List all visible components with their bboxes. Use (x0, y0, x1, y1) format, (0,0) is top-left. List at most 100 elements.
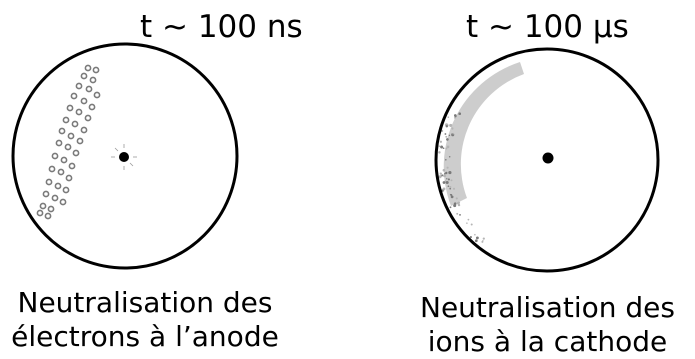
ion-speck (438, 175, 442, 179)
electron-dot (80, 126, 88, 134)
electron-dot (47, 205, 55, 213)
electron-dot (88, 103, 96, 111)
ion-speck (453, 187, 455, 190)
right-panel-drawing (434, 47, 660, 273)
detector-wall-right (434, 47, 660, 273)
ion-speck (439, 140, 443, 143)
ion-speck (452, 132, 454, 135)
ion-speck (449, 193, 452, 196)
ion-speck (442, 168, 446, 172)
ion-speck (446, 178, 448, 180)
ion-speck (470, 223, 473, 226)
ion-speck (466, 222, 468, 224)
caption-right-line1: Neutralisation des (420, 291, 675, 324)
ion-speck (474, 233, 476, 236)
ion-speck (446, 145, 450, 149)
ion-speck (442, 147, 445, 150)
ion-cloud-band (443, 62, 524, 206)
ion-speck (445, 159, 447, 161)
ion-speck (443, 174, 447, 178)
electron-dot (59, 198, 67, 206)
ion-speck (450, 195, 454, 199)
ion-speck (453, 202, 457, 206)
electron-dot (55, 139, 63, 147)
ion-speck (459, 213, 461, 216)
electron-dot (65, 174, 73, 182)
electron-dot (51, 194, 59, 202)
electron-dot (85, 85, 93, 93)
electron-dot (36, 209, 44, 217)
electron-dot (67, 132, 75, 140)
ion-speck (448, 156, 451, 158)
electron-dot (58, 127, 66, 135)
time-label-left: t ~ 100 ns (140, 9, 303, 45)
ion-speck (453, 116, 456, 119)
caption-right-line2: ions à la cathode (427, 325, 668, 358)
electron-dot (89, 76, 97, 84)
ion-speck (445, 135, 448, 138)
electron-dot (75, 82, 83, 90)
ion-speck (450, 179, 453, 182)
ion-speck (441, 174, 444, 177)
ion-speck (454, 115, 457, 118)
ion-speck (438, 151, 441, 154)
ion-cloud-speckle (438, 112, 485, 243)
anode-wire-right (542, 152, 554, 164)
ion-speck (469, 236, 472, 239)
electron-dot (84, 114, 92, 122)
electron-dot (57, 168, 65, 176)
ion-speck (439, 172, 442, 175)
ion-speck (482, 237, 485, 240)
time-label-right: t ~ 100 µs (466, 9, 629, 45)
ion-speck (447, 178, 450, 181)
ion-speck (467, 218, 470, 221)
electron-dot (93, 91, 101, 99)
ion-speck (446, 166, 449, 169)
electron-dot (76, 137, 84, 145)
ion-speck (445, 147, 448, 150)
electron-dot (45, 178, 53, 186)
caption-left: Neutralisation des électrons à l’anode (0, 286, 290, 354)
ion-speck (442, 181, 446, 184)
electron-dot (66, 104, 74, 112)
left-panel-drawing (11, 42, 239, 270)
caption-left-line1: Neutralisation des (17, 286, 273, 319)
electron-dot (39, 202, 47, 210)
electron-dot (42, 190, 50, 198)
ion-speck (458, 112, 462, 116)
ion-speck (474, 239, 478, 243)
electron-dot (51, 152, 59, 160)
electron-dot (44, 212, 52, 220)
ion-speck (456, 212, 459, 215)
electron-dot (62, 186, 70, 194)
ion-speck (447, 116, 450, 118)
ion-speck (449, 206, 452, 209)
caption-right: Neutralisation des ions à la cathode (400, 291, 695, 359)
ion-speck (449, 123, 453, 127)
ion-speck (447, 185, 450, 188)
electron-dot (62, 116, 70, 124)
ion-speck (445, 125, 449, 128)
ion-speck (481, 240, 484, 243)
electron-dot (80, 72, 88, 80)
electron-dot (48, 165, 56, 173)
ion-speck (438, 145, 441, 147)
electron-dot (92, 66, 100, 74)
ion-speck (455, 197, 458, 200)
ion-speck (475, 236, 479, 240)
ion-speck (448, 134, 451, 137)
electron-dot (84, 64, 92, 72)
ion-speck (444, 180, 447, 182)
ion-speck (448, 171, 452, 175)
ion-speck (451, 127, 454, 130)
ion-speck (456, 201, 460, 205)
electron-dot (75, 108, 83, 116)
electron-dot (64, 143, 72, 151)
caption-left-line2: électrons à l’anode (11, 320, 279, 353)
electron-dot (70, 92, 78, 100)
electron-dot (68, 162, 76, 170)
ion-speck (445, 181, 449, 184)
ion-speck (446, 138, 449, 141)
